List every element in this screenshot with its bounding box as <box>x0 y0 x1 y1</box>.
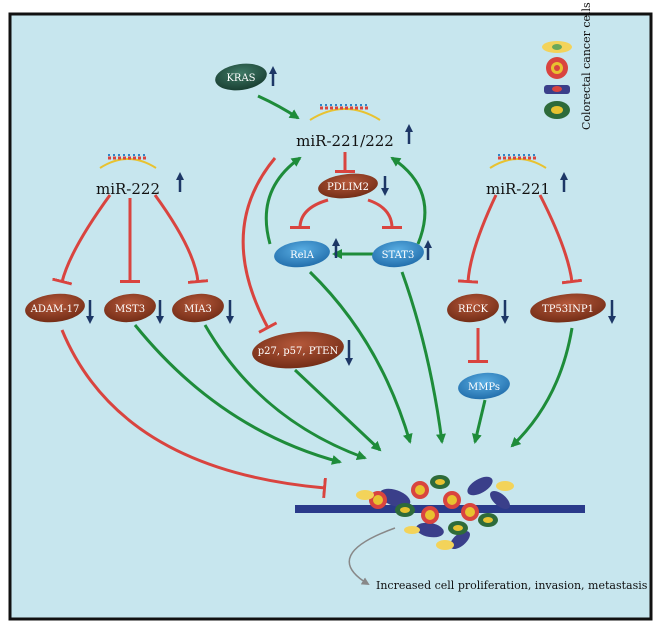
kras-label: KRAS <box>226 73 255 84</box>
tp53inp1-node: TP53INP1 <box>530 293 606 323</box>
cell-legend: Colorectal cancer cells <box>542 2 593 130</box>
mirna-221-222-label: miR-221/222 <box>296 132 394 150</box>
reck-label: RECK <box>458 304 488 315</box>
p27-p57-pten-node: p27, p57, PTEN <box>252 331 344 369</box>
stat3-node: STAT3 <box>372 240 424 268</box>
tp53inp1-label: TP53INP1 <box>542 304 594 315</box>
kras-node: KRAS <box>215 63 267 91</box>
mirna-222-label: miR-222 <box>96 180 160 198</box>
cell-membrane <box>295 505 585 513</box>
mst3-label: MST3 <box>115 304 145 315</box>
mmps-label: MMPs <box>468 382 500 393</box>
mia3-label: MIA3 <box>184 304 212 315</box>
reck-node: RECK <box>447 293 499 323</box>
mst3-node: MST3 <box>104 293 156 323</box>
outcome-label: Increased cell proliferation, invasion, … <box>376 579 648 592</box>
legend-blue-cell-icon <box>544 85 570 94</box>
stat3-label: STAT3 <box>382 250 415 261</box>
connectors <box>52 94 583 586</box>
mirna-hairpin-left <box>99 154 157 169</box>
p27-p57-pten-label: p27, p57, PTEN <box>258 346 339 357</box>
mmps-node: MMPs <box>458 372 510 400</box>
legend-yellow-cell-icon <box>542 41 572 53</box>
legend-red-cell-icon <box>546 57 568 79</box>
adam17-node: ADAM-17 <box>25 293 85 323</box>
rela-label: RelA <box>290 250 315 261</box>
pdlim2-node: PDLIM2 <box>318 173 378 199</box>
legend-label: Colorectal cancer cells <box>580 2 593 130</box>
mia3-node: MIA3 <box>172 293 224 323</box>
mirna-221-label: miR-221 <box>486 180 550 198</box>
adam17-label: ADAM-17 <box>30 304 80 315</box>
mirna-hairpin-center <box>309 104 381 121</box>
mirna-hairpin-right <box>489 154 547 169</box>
cancer-cell-cluster <box>356 475 514 550</box>
legend-green-cell-icon <box>544 101 570 119</box>
pdlim2-label: PDLIM2 <box>327 182 369 193</box>
rela-node: RelA <box>274 240 330 268</box>
